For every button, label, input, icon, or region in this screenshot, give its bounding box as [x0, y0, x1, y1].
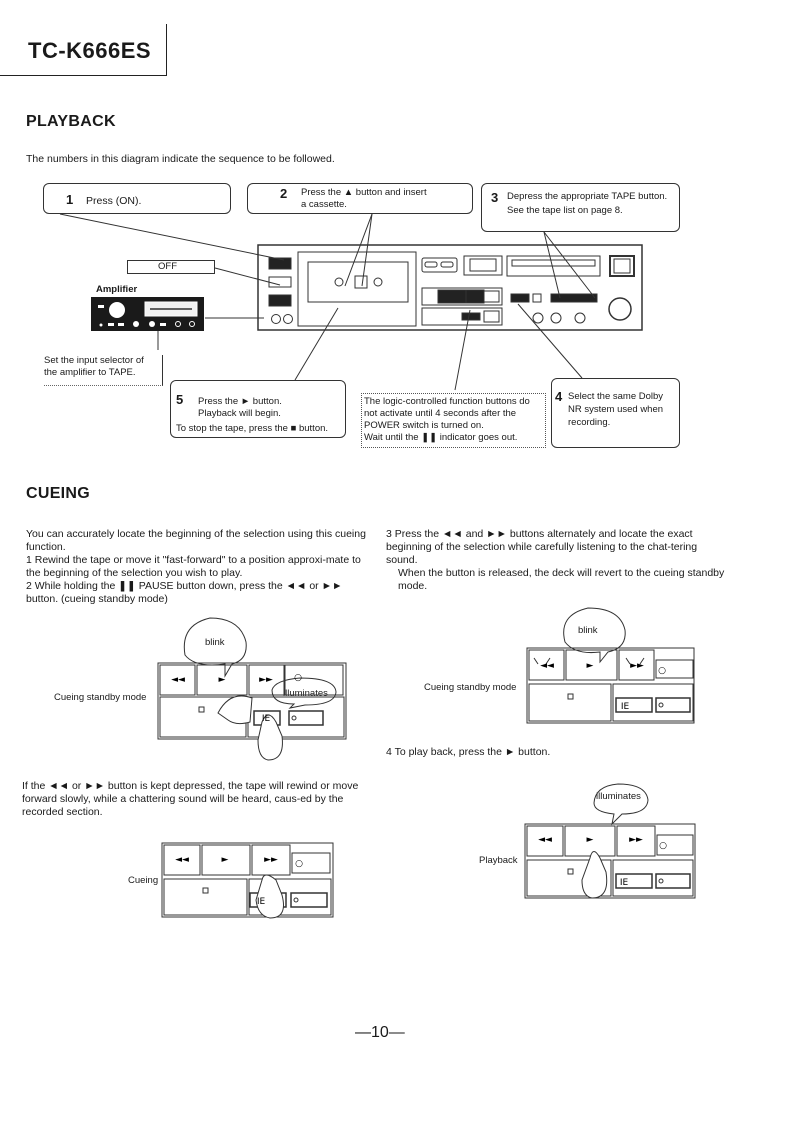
fig2-ff-symbol: ►►: [630, 661, 644, 671]
fig4-button-panel: [524, 783, 696, 899]
playback-heading: PLAYBACK: [26, 113, 116, 130]
fig1-circle-symbol: ○: [294, 673, 302, 683]
cueing-intro: You can accurately locate the beginning …: [26, 528, 366, 553]
logic-note-line3: POWER switch is turned on.: [364, 420, 484, 431]
fig1-illuminates-label: illuminates: [283, 688, 328, 699]
fig4-ff-symbol: ►►: [629, 835, 643, 845]
fig4-play-symbol: ►: [587, 835, 594, 845]
step-1-text: Press (ON).: [86, 195, 142, 207]
logic-note: The logic-controlled function buttons do…: [361, 393, 546, 448]
fig3-play-symbol: ►: [222, 855, 229, 865]
fig4-illuminates-label: illuminates: [596, 791, 641, 802]
cueing-step-3: 3 Press the ◄◄ and ►► buttons alternatel…: [386, 528, 698, 566]
step-2-line2: a cassette.: [301, 199, 347, 210]
amplifier-illustration: [91, 297, 204, 331]
fig2-blink-label: blink: [578, 625, 598, 636]
amp-note-line1: Set the input selector of: [44, 355, 144, 366]
step-5-line1: Press the ► button.: [198, 396, 282, 407]
logic-note-line2: not activate until 4 seconds after the: [364, 408, 517, 419]
step-4-number: 4: [555, 389, 563, 404]
fig1-ie-symbol: IE: [262, 714, 271, 724]
fig3-ff-symbol: ►►: [264, 855, 278, 865]
fig3-circle-symbol: ○: [295, 859, 303, 869]
fig2-ie-symbol: IE: [621, 702, 630, 712]
cueing-note: If the ◄◄ or ►► button is kept depressed…: [22, 780, 359, 818]
cueing-right-text: 3 Press the ◄◄ and ►► buttons alternatel…: [386, 528, 731, 593]
model-title: TC-K666ES: [28, 38, 152, 63]
step-1-number: 1: [66, 192, 74, 207]
step-4-line1: Select the same Dolby: [568, 391, 664, 402]
header-divider-horizontal: [0, 75, 167, 76]
step-3-box: 3 Depress the appropriate TAPE button. S…: [481, 183, 680, 232]
fig3-label: Cueing: [128, 875, 159, 886]
off-label: OFF: [158, 261, 177, 272]
step-5-box: 5 Press the ► button. Playback will begi…: [170, 380, 346, 438]
logic-note-line1: The logic-controlled function buttons do: [364, 396, 530, 407]
playback-intro: The numbers in this diagram indicate the…: [26, 153, 335, 165]
step-4-box: 4 Select the same Dolby NR system used w…: [551, 378, 680, 448]
cueing-step-1: 1 Rewind the tape or move it "fast-forwa…: [26, 554, 361, 579]
page-number: —10—: [355, 1024, 405, 1041]
fig4-label: Playback: [479, 855, 518, 866]
leader-lines: [59, 213, 596, 391]
fig3-rewind-symbol: ◄◄: [175, 855, 189, 865]
fig2-play-symbol: ►: [587, 661, 594, 671]
step-3-line2: See the tape list on page 8.: [507, 205, 623, 216]
fig2-circle-symbol: ○: [658, 666, 666, 676]
fig3-ie-symbol: IE: [257, 897, 266, 907]
cassette-deck-illustration: [257, 244, 643, 331]
cueing-step-4: 4 To play back, press the ► button.: [386, 746, 551, 758]
fig2-button-panel: [526, 607, 695, 724]
step-1-box: 1 Press (ON).: [43, 183, 231, 214]
amp-note: Set the input selector of the amplifier …: [44, 355, 163, 386]
amp-note-line2: the amplifier to TAPE.: [44, 367, 136, 378]
fig1-ff-symbol: ►►: [259, 675, 273, 685]
fig4-circle-symbol: ○: [659, 841, 667, 851]
step-4-line2: NR system used when: [568, 404, 664, 415]
logic-note-line4: Wait until the ❚❚ indicator goes out.: [364, 432, 518, 443]
step-3-line1: Depress the appropriate TAPE button.: [507, 191, 668, 202]
amplifier-label: Amplifier: [96, 284, 138, 295]
fig2-rewind-symbol: ◄◄: [540, 661, 554, 671]
cueing-step-2: 2 While holding the ❚❚ PAUSE button down…: [26, 580, 343, 605]
fig1-blink-label: blink: [205, 637, 225, 648]
header-divider-vertical: [166, 24, 167, 76]
fig1-button-panel: [157, 617, 347, 761]
fig1-play-symbol: ►: [219, 675, 226, 685]
fig2-label: Cueing standby mode: [424, 682, 517, 693]
playback-diagram: [59, 213, 643, 391]
cueing-step-3b: When the button is released, the deck wi…: [398, 567, 725, 592]
step-2-box: 2 Press the ▲ button and insert a casset…: [247, 183, 473, 214]
fig3-button-panel: [161, 842, 334, 919]
cueing-left-text: You can accurately locate the beginning …: [26, 528, 366, 606]
cueing-heading: CUEING: [26, 485, 91, 502]
step-4-line3: recording.: [568, 417, 611, 428]
step-2-line1: Press the ▲ button and insert: [301, 187, 427, 198]
step-3-number: 3: [491, 190, 499, 205]
step-5-line2: Playback will begin.: [198, 408, 281, 419]
fig1-rewind-symbol: ◄◄: [171, 675, 185, 685]
step-2-number: 2: [280, 186, 288, 201]
step-5-line3: To stop the tape, press the ■ button.: [176, 423, 329, 434]
step-5-number: 5: [176, 392, 184, 407]
fig4-ie-symbol: IE: [620, 878, 629, 888]
off-indicator: OFF: [127, 260, 215, 274]
fig1-label: Cueing standby mode: [54, 692, 147, 703]
fig4-rewind-symbol: ◄◄: [538, 835, 552, 845]
